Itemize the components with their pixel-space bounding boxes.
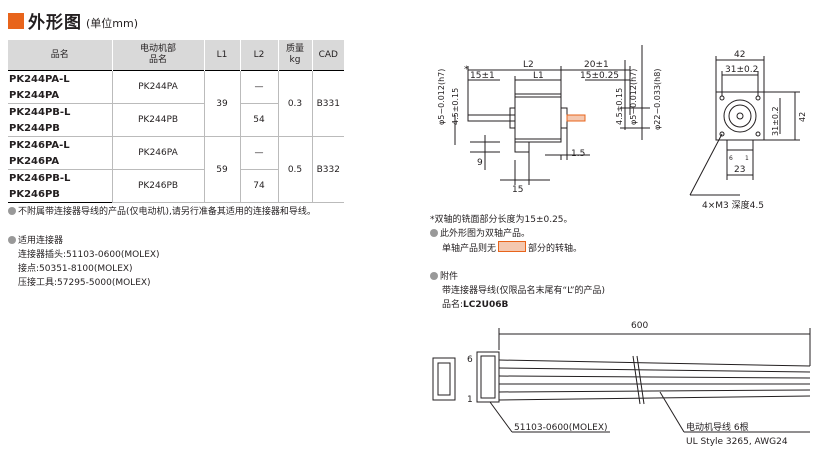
dim-31-top: 31±0.2 bbox=[725, 65, 758, 75]
dim-m3-depth: 4×M3 深度4.5 bbox=[702, 199, 764, 211]
table-cell-l1: 59 bbox=[203, 136, 240, 203]
table-cell-l2: 74 bbox=[239, 169, 278, 203]
cable-connector-label: 51103-0600(MOLEX) bbox=[514, 423, 608, 433]
table-cell-mass: 0.3 bbox=[277, 70, 312, 137]
accessory-part: 品名:LC2U06B bbox=[432, 298, 508, 312]
table-row-pn: PK246PB bbox=[8, 186, 112, 203]
shaft-note: *双轴的铣面部分长度为15±0.25。 bbox=[430, 215, 573, 225]
dim-phi5-rear: φ5−0.012(h7) bbox=[629, 69, 638, 125]
dim-9: 9 bbox=[477, 158, 483, 168]
table-row-pn: PK246PA-L bbox=[8, 136, 112, 153]
connector-tool: 压接工具:57295-5000(MOLEX) bbox=[18, 278, 151, 288]
dim-31-side: 31±0.2 bbox=[771, 106, 780, 136]
section-title: 外形图 (单位mm) bbox=[8, 8, 138, 33]
dim-1-5: 1.5 bbox=[571, 149, 585, 159]
accessory-desc: 带连接器导线(仅限品名末尾有“L”的产品) bbox=[442, 286, 605, 296]
dim-15-025: 15±0.25 bbox=[580, 71, 619, 81]
header-l1: L1 bbox=[203, 40, 240, 71]
dim-l2: L2 bbox=[523, 60, 534, 70]
single-note-post: 部分的转轴。 bbox=[528, 244, 583, 254]
cable-spec-label: UL Style 3265, AWG24 bbox=[686, 437, 788, 447]
table-cell-l2: — bbox=[239, 136, 278, 170]
table-cell-motor: PK244PA bbox=[111, 70, 204, 104]
header-cad: CAD bbox=[311, 40, 344, 71]
table-cell-cad: B332 bbox=[311, 136, 344, 203]
table-row-pn: PK244PA bbox=[8, 87, 112, 104]
cable-pin-6: 6 bbox=[467, 355, 473, 365]
title-text: 外形图 bbox=[28, 13, 82, 33]
accessory-pn: LC2U06B bbox=[463, 300, 509, 310]
table-cell-mass: 0.5 bbox=[277, 136, 312, 203]
dim-15: 15 bbox=[512, 185, 523, 195]
dim-15-1: 15±1 bbox=[470, 71, 495, 81]
unit-text: (单位mm) bbox=[86, 16, 139, 30]
connector-contact: 接点:50351-8100(MOLEX) bbox=[18, 264, 133, 274]
dim-l1: L1 bbox=[533, 71, 544, 81]
front-shaft bbox=[467, 114, 516, 122]
dim-4-5-front: 4.5±0.15 bbox=[451, 88, 460, 125]
shaft-swatch bbox=[498, 241, 527, 252]
pin-6-label: 6 bbox=[729, 155, 733, 162]
table-cell-motor: PK246PA bbox=[111, 136, 204, 170]
table-row-pn: PK246PB-L bbox=[9, 172, 71, 184]
accessory-pn-label: 品名: bbox=[442, 300, 464, 310]
note-connector-not-included: 不附属带连接器导线的产品(仅电动机),请另行准备其适用的连接器和导线。 bbox=[8, 205, 316, 219]
dim-phi22: φ22−0.033(h8) bbox=[653, 69, 662, 130]
dim-phi5-front: φ5−0.012(h7) bbox=[437, 69, 446, 125]
table-row-pn: PK246PA bbox=[8, 153, 112, 170]
single-shaft-note: 单轴产品则无 部分的转轴。 bbox=[432, 241, 582, 256]
header-l2: L2 bbox=[239, 40, 278, 71]
connector-title: 适用连接器 bbox=[8, 234, 63, 248]
table-cell-cad: B331 bbox=[311, 70, 344, 137]
orange-square-icon bbox=[8, 12, 24, 29]
connector-body bbox=[476, 351, 500, 403]
connector-housing bbox=[432, 357, 456, 401]
dim-42-side: 42 bbox=[798, 112, 807, 122]
accessory-title: 附件 bbox=[430, 270, 458, 284]
table-cell-motor: PK244PB bbox=[111, 103, 204, 137]
table-cell-l2: — bbox=[239, 70, 278, 104]
cable-pin-1: 1 bbox=[467, 395, 473, 405]
star-mark: * bbox=[464, 65, 469, 75]
dim-4-5-rear: 4.5±0.15 bbox=[615, 88, 624, 125]
motor-body-side bbox=[514, 93, 562, 143]
connector-plug: 连接器插头:51103-0600(MOLEX) bbox=[18, 250, 160, 260]
dim-20: 20±1 bbox=[584, 60, 609, 70]
header-part-number: 品名 bbox=[8, 40, 112, 71]
header-motor-part: 电动机部品名 bbox=[111, 40, 204, 71]
pin-1-label: 1 bbox=[745, 155, 749, 162]
dual-shaft-note: 此外形图为双轴产品。 bbox=[430, 227, 530, 241]
table-row-pn: PK244PA-L bbox=[8, 70, 112, 87]
rear-shaft bbox=[566, 114, 586, 122]
dim-23: 23 bbox=[734, 165, 745, 175]
cable-lead-label: 电动机导线 6根 bbox=[686, 421, 749, 433]
single-note-pre: 单轴产品则无 bbox=[442, 244, 497, 254]
cable-length: 600 bbox=[631, 321, 648, 331]
table-cell-motor: PK246PB bbox=[111, 169, 204, 203]
dim-42-top: 42 bbox=[734, 50, 745, 60]
table-row-pn: PK244PB-L bbox=[9, 106, 71, 118]
